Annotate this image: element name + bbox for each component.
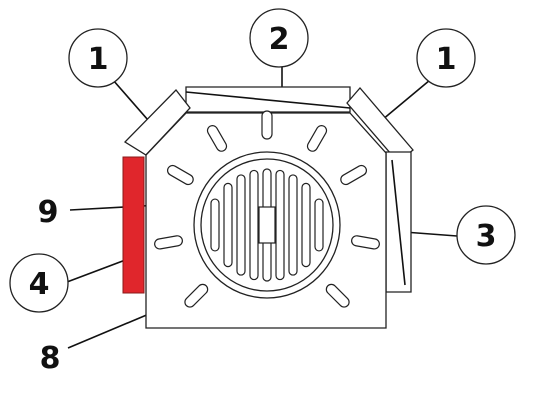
radial-slot [325, 283, 350, 308]
radial-slot [306, 125, 328, 152]
right-side-brick [385, 151, 412, 293]
svg-text:1: 1 [436, 42, 457, 77]
grate-bar [314, 198, 324, 252]
grate-bar [236, 174, 246, 276]
label-8: 8 [40, 341, 61, 376]
radial-slot [351, 235, 380, 250]
radial-slot [167, 164, 194, 186]
leader-1-right [381, 79, 431, 121]
top-panel [185, 86, 351, 113]
grate-center-hub [258, 206, 276, 244]
grate-bar [275, 169, 285, 281]
upper-right-brick [346, 87, 414, 163]
callout-1-left: 1 [68, 28, 128, 88]
grate-bar [210, 198, 220, 252]
callout-3: 3 [456, 205, 516, 265]
left-side-brick-highlighted [122, 156, 145, 294]
radial-slot [206, 125, 228, 152]
callout-1-right: 1 [416, 28, 476, 88]
upper-left-brick [123, 89, 191, 156]
svg-text:4: 4 [29, 267, 50, 302]
radial-slots [154, 110, 380, 308]
radial-slot [340, 164, 367, 186]
radial-slot [261, 110, 273, 140]
callout-2: 2 [249, 8, 309, 68]
leader-3 [403, 231, 458, 237]
svg-text:2: 2 [269, 22, 290, 57]
callout-4: 4 [9, 253, 69, 313]
grate-bar [288, 174, 298, 276]
grate-bar [301, 182, 311, 268]
grate-bar [223, 182, 233, 268]
grate-bars [210, 168, 324, 282]
radial-slot [154, 235, 183, 250]
round-grate [193, 151, 341, 299]
radial-slot [184, 283, 209, 308]
svg-text:1: 1 [88, 42, 109, 77]
label-9: 9 [38, 195, 59, 230]
svg-text:3: 3 [476, 219, 497, 254]
leader-9 [69, 204, 161, 211]
grate-bar [249, 169, 259, 281]
